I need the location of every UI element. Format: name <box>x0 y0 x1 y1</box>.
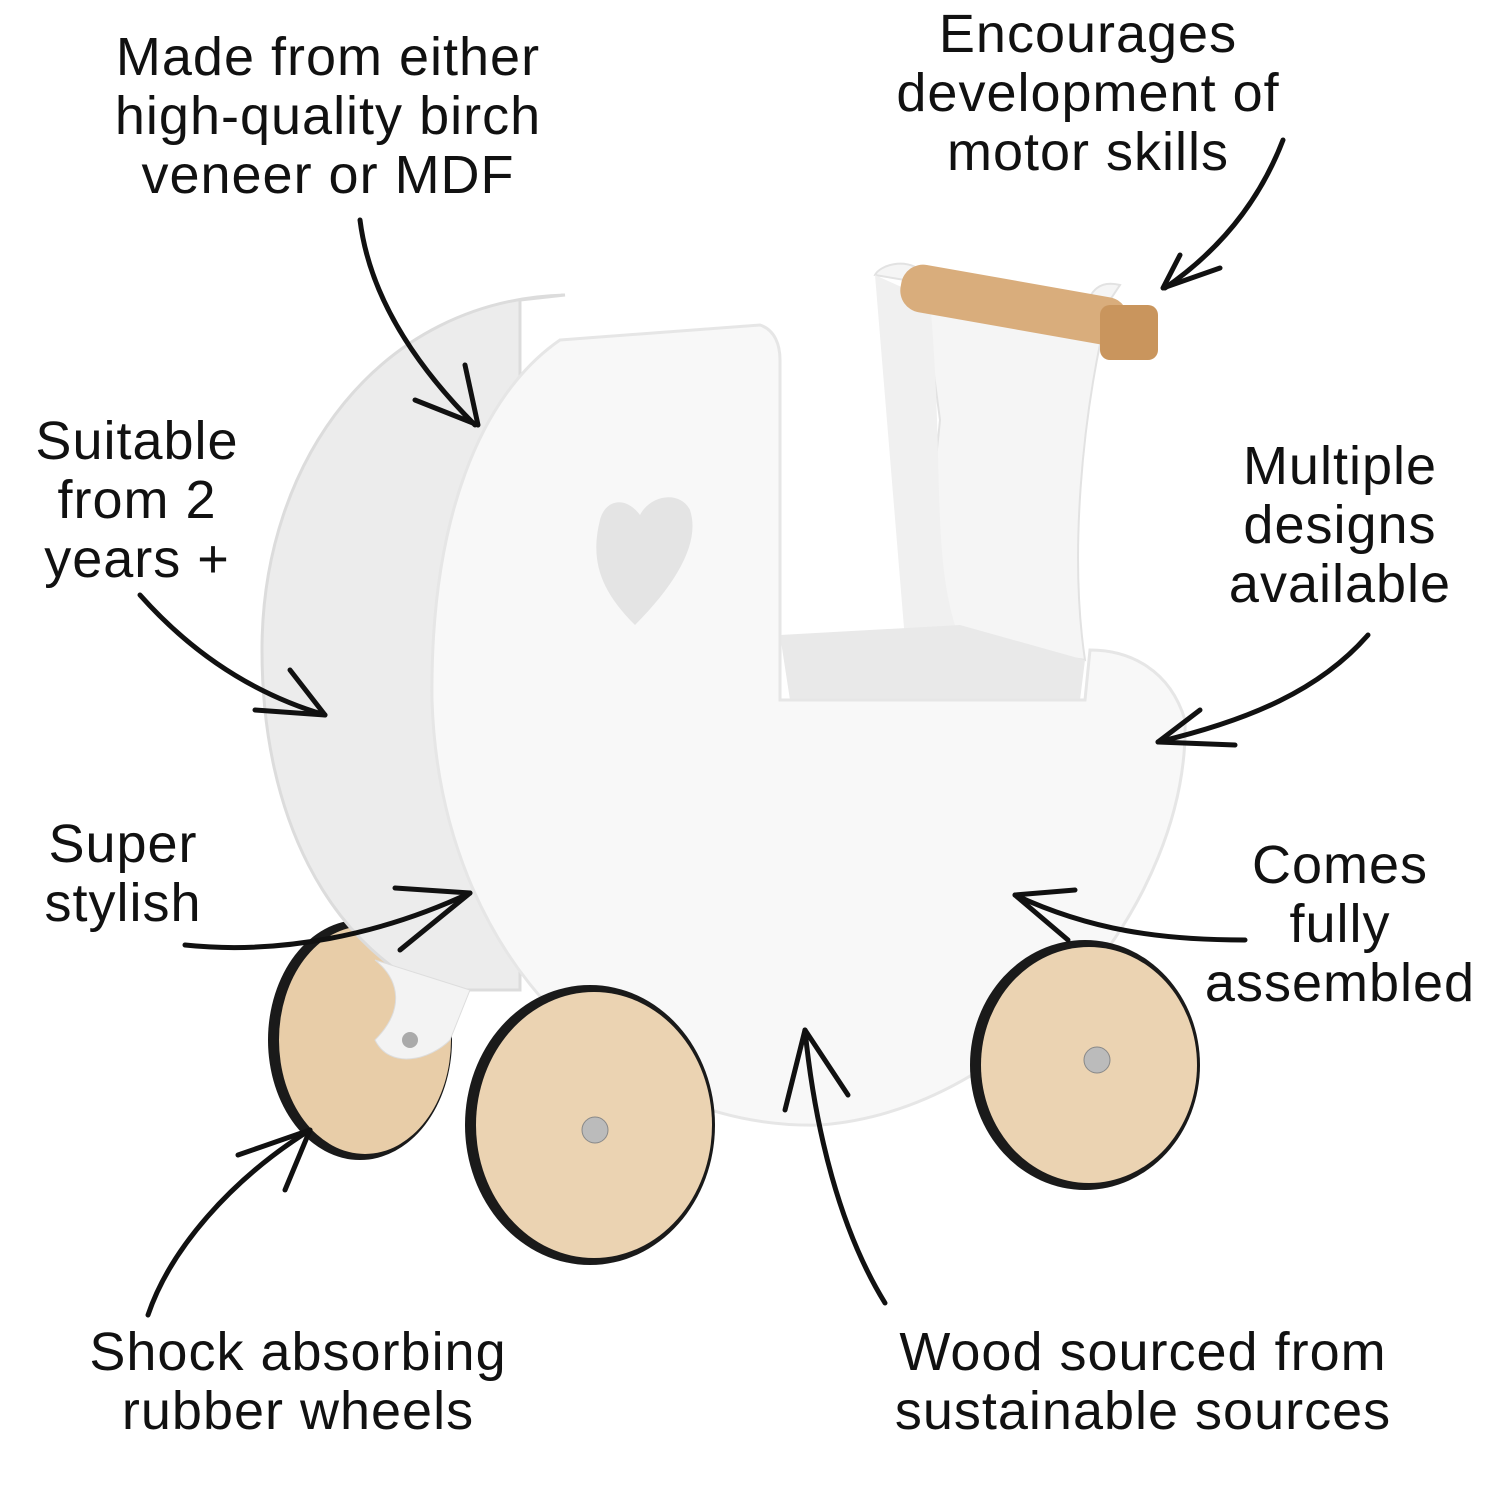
feature-assembled: Comes fully assembled <box>1205 836 1475 1013</box>
feature-text: years + <box>44 529 230 589</box>
arrow-wood <box>782 1027 888 1306</box>
feature-text: Super <box>48 814 198 874</box>
feature-designs: Multiple designs available <box>1229 437 1451 614</box>
pram-seat <box>780 625 1085 700</box>
feature-age: Suitable from 2 years + <box>35 412 238 589</box>
front-right-wheel <box>970 940 1200 1190</box>
arrow-age <box>137 592 328 718</box>
feature-motor-skills: Encourages development of motor skills <box>896 5 1279 182</box>
feature-style: Super stylish <box>44 815 201 933</box>
feature-text: Suitable <box>35 411 239 471</box>
feature-text: development of <box>896 63 1280 123</box>
feature-text: from 2 <box>57 470 217 530</box>
feature-text: Wood sourced from <box>899 1322 1387 1382</box>
feature-wood: Wood sourced from sustainable sources <box>895 1323 1391 1441</box>
feature-text: rubber wheels <box>121 1381 475 1441</box>
arrow-style <box>182 885 473 953</box>
feature-material: Made from either high-quality birch vene… <box>115 28 541 205</box>
feature-text: fully <box>1289 894 1391 954</box>
feature-text: Encourages <box>938 4 1238 64</box>
feature-text: Made from either <box>115 27 541 87</box>
feature-text: motor skills <box>946 122 1230 182</box>
feature-text: assembled <box>1204 953 1476 1013</box>
feature-text: Shock absorbing <box>89 1322 507 1382</box>
arrow-material <box>357 217 481 428</box>
feature-text: designs <box>1243 495 1437 555</box>
axle-bracket <box>374 959 471 1060</box>
heart-cutout <box>596 497 693 625</box>
arrow-designs <box>1155 632 1371 748</box>
feature-text: available <box>1228 554 1452 614</box>
arrow-motor <box>1160 137 1286 291</box>
feature-text: Multiple <box>1242 436 1438 496</box>
front-left-wheel <box>465 985 715 1265</box>
feature-text: sustainable sources <box>894 1381 1392 1441</box>
arrow-assembled <box>1012 887 1248 943</box>
feature-text: veneer or MDF <box>141 145 515 205</box>
feature-text: high-quality birch <box>114 86 542 146</box>
feature-wheels: Shock absorbing rubber wheels <box>89 1323 506 1441</box>
feature-text: Comes <box>1251 835 1429 895</box>
feature-text: stylish <box>44 873 202 933</box>
arrow-wheels <box>145 1127 313 1318</box>
pram-handle <box>873 262 1158 662</box>
